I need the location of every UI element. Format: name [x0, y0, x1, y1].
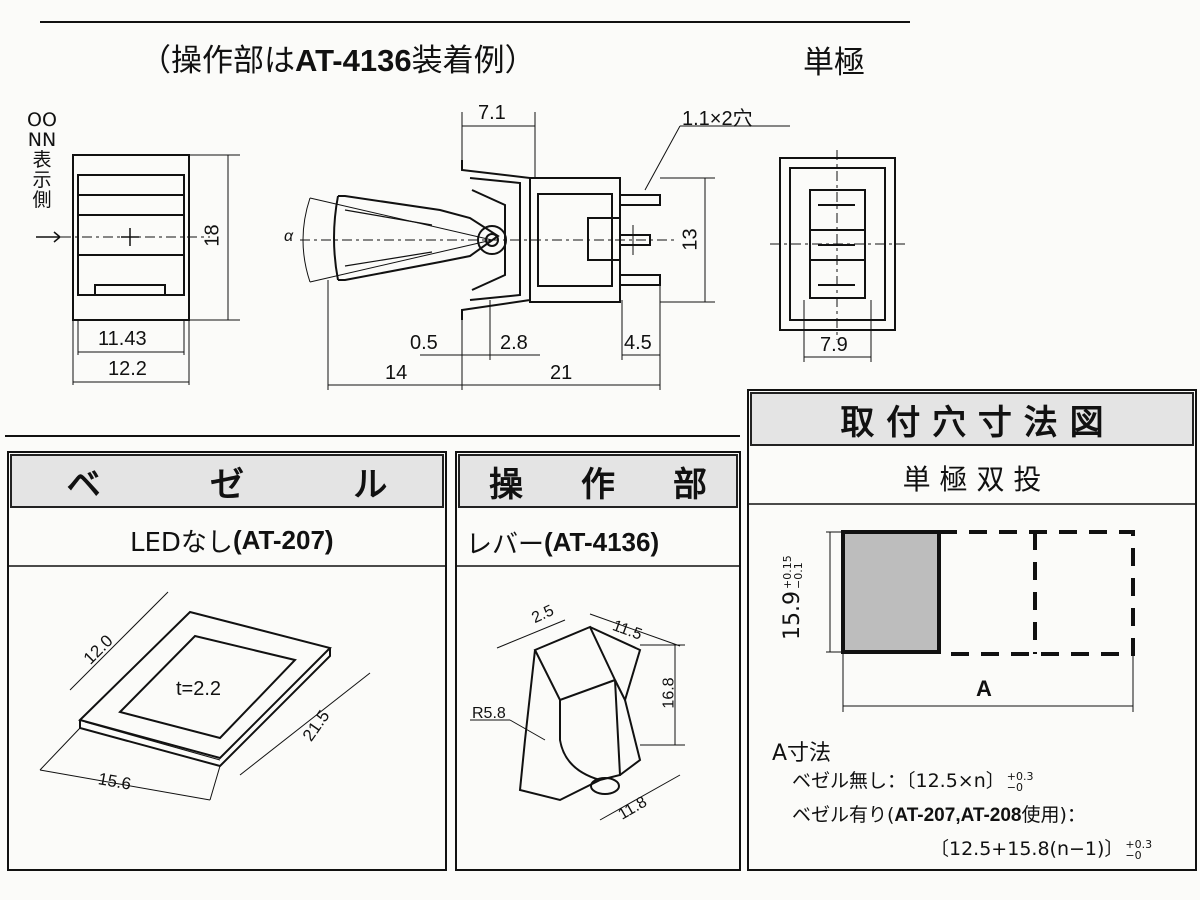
lever-radius: R5.8	[472, 705, 506, 722]
bezel-thickness: t=2.2	[176, 678, 222, 700]
dim-7-9: 7.9	[820, 334, 848, 356]
side-label-char: 表	[32, 149, 52, 171]
caption-prefix: （操作部は	[140, 43, 295, 79]
with-bezel-models: AT-207,AT-208	[894, 805, 1022, 826]
dim-11-43: 11.43	[98, 328, 147, 350]
dim-0-5: 0.5	[410, 332, 438, 354]
top-caption: （操作部はAT-4136装着例）	[140, 35, 536, 80]
side-view	[300, 112, 790, 390]
rear-view	[770, 150, 905, 362]
mounting-subtitle: 単 極 双 投	[902, 463, 1042, 496]
mounting-panel	[747, 389, 1197, 871]
bezel-header: ベ ゼ ル	[10, 454, 444, 508]
dim-12-2: 12.2	[108, 358, 147, 380]
lever-title-char: 部	[673, 464, 707, 505]
lever-title-char: 作	[581, 464, 615, 505]
bezel-panel	[7, 451, 447, 871]
dim-18: 18	[201, 224, 224, 247]
bezel-title-char: ゼ	[209, 464, 244, 505]
mounting-title: 取 付 穴 寸 法 図	[840, 402, 1104, 443]
no-bezel-tol-lower: −0	[1006, 780, 1023, 794]
no-bezel-tol-upper: +0.3	[1006, 769, 1034, 783]
lever-subtitle-prefix: レバー	[466, 529, 545, 560]
bezel-subtitle-prefix: LEDなし	[130, 527, 233, 558]
lever-subtitle: レバー(AT-4136)	[466, 522, 659, 562]
dim-13: 13	[679, 228, 702, 251]
dim-holes: 1.1×2穴	[682, 108, 753, 130]
lever-title-char: 操	[489, 464, 523, 505]
bezel-title-char: ベ	[66, 464, 101, 505]
side-label-char: 側	[32, 189, 52, 211]
lever-drawing	[470, 613, 685, 821]
lever-panel	[455, 451, 741, 871]
dim-7-1: 7.1	[478, 102, 506, 124]
with-bezel-suffix: 使用)：	[1021, 804, 1086, 826]
caption-model: AT-4136	[295, 43, 412, 78]
bezel-subtitle-model: (AT-207)	[232, 524, 334, 555]
mounting-drawing	[826, 530, 1135, 712]
with-bezel-formula-line: 〔12.5+15.8(n−1)〕+0.3−0	[930, 834, 1152, 861]
no-bezel-text: ベゼル無し：〔12.5×n〕	[792, 770, 1005, 792]
side-label-char: OO	[27, 109, 57, 131]
a-heading: A寸法	[772, 741, 832, 766]
dim-alpha: α	[284, 228, 294, 245]
dim-4-5: 4.5	[624, 332, 652, 354]
bezel-title-char: ル	[353, 464, 388, 505]
lever-dim-16-8: 16.8	[660, 677, 678, 709]
front-view	[36, 154, 240, 385]
pole-label: 単極	[803, 45, 865, 81]
with-bezel-tol-lower: −0	[1125, 848, 1142, 862]
with-bezel-formula: 〔12.5+15.8(n−1)〕	[930, 838, 1124, 860]
a-dim-label: A	[976, 676, 992, 701]
side-label-char: 示	[32, 169, 52, 191]
bezel-drawing	[39, 591, 371, 801]
height-tol-lower: −0.1	[792, 562, 805, 590]
mounting-height-dim: 15.9+0.15−0.1	[780, 540, 820, 640]
mounting-header: 取 付 穴 寸 法 図	[750, 392, 1194, 446]
caption-suffix: 装着例）	[411, 43, 536, 79]
lever-header: 操 作 部	[458, 454, 738, 508]
dim-2-8: 2.8	[500, 332, 528, 354]
with-bezel-line: ベゼル有り(AT-207,AT-208使用)：	[792, 800, 1086, 827]
side-label-char: NN	[27, 129, 57, 151]
height-value: 15.9	[780, 591, 805, 640]
dim-21: 21	[550, 362, 573, 384]
bezel-subtitle: LEDなし(AT-207)	[130, 520, 334, 560]
display-side-label: OO NN 表 示 側	[22, 110, 62, 210]
lever-subtitle-model: (AT-4136)	[544, 526, 660, 557]
no-bezel-line: ベゼル無し：〔12.5×n〕+0.3−0	[792, 766, 1034, 793]
with-bezel-prefix: ベゼル有り(	[792, 804, 895, 826]
dim-14: 14	[385, 362, 408, 384]
with-bezel-tol-upper: +0.3	[1125, 837, 1153, 851]
